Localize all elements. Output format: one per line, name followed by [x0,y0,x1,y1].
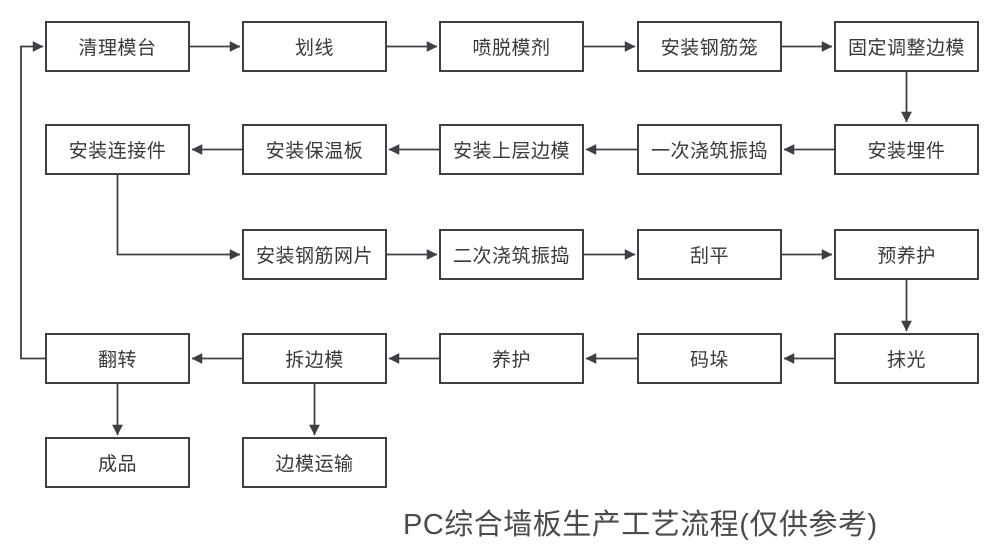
node-label: 喷脱模剂 [472,38,551,59]
diagram-title: PC综合墙板生产工艺流程(仅供参考) [403,509,878,541]
node-trowel-finish: 抹光 [834,333,979,384]
node-label: 刮平 [689,246,729,267]
node-label: 划线 [294,38,334,59]
node-side-form-transport: 边模运输 [242,437,387,488]
node-label: 安装上层边模 [452,141,570,162]
node-curing: 养护 [439,333,584,384]
node-label: 安装钢筋网片 [255,246,373,267]
node-pre-curing: 预养护 [834,229,979,280]
node-label: 预养护 [877,246,936,267]
node-clean-mold-table: 清理模台 [45,21,190,72]
node-label: 一次浇筑振捣 [650,141,768,162]
node-label: 翻转 [97,350,137,371]
node-label: 拆边模 [285,350,344,371]
node-install-connectors: 安装连接件 [45,124,190,175]
node-label: 安装保温板 [265,141,364,162]
node-label: 码垛 [689,350,729,371]
node-label: 抹光 [886,350,926,371]
node-label: 二次浇筑振捣 [452,246,570,267]
node-label: 安装钢筋笼 [660,38,759,59]
node-install-embedded-parts: 安装埋件 [834,124,979,175]
node-flip: 翻转 [45,333,190,384]
node-label: 固定调整边模 [847,38,965,59]
node-fix-adjust-side-forms: 固定调整边模 [834,21,979,72]
node-finished-product: 成品 [45,437,190,488]
node-second-pour-vibrate: 二次浇筑振捣 [439,229,584,280]
node-stacking: 码垛 [637,333,782,384]
node-spray-release-agent: 喷脱模剂 [439,21,584,72]
node-label: 成品 [97,454,137,475]
node-marking: 划线 [242,21,387,72]
node-install-upper-side-forms: 安装上层边模 [439,124,584,175]
node-first-pour-vibrate: 一次浇筑振捣 [637,124,782,175]
node-label: 养护 [491,350,531,371]
node-install-insulation-board: 安装保温板 [242,124,387,175]
node-label: 安装埋件 [867,141,946,162]
node-label: 边模运输 [275,454,354,475]
node-install-rebar-mesh: 安装钢筋网片 [242,229,387,280]
node-install-rebar-cage: 安装钢筋笼 [637,21,782,72]
arrow-flip-loop-to-clean [20,41,45,360]
node-remove-side-forms: 拆边模 [242,333,387,384]
arrow-connectors-to-rebarmesh [116,175,241,260]
node-label: 清理模台 [78,38,157,59]
node-screed: 刮平 [637,229,782,280]
node-label: 安装连接件 [68,141,167,162]
